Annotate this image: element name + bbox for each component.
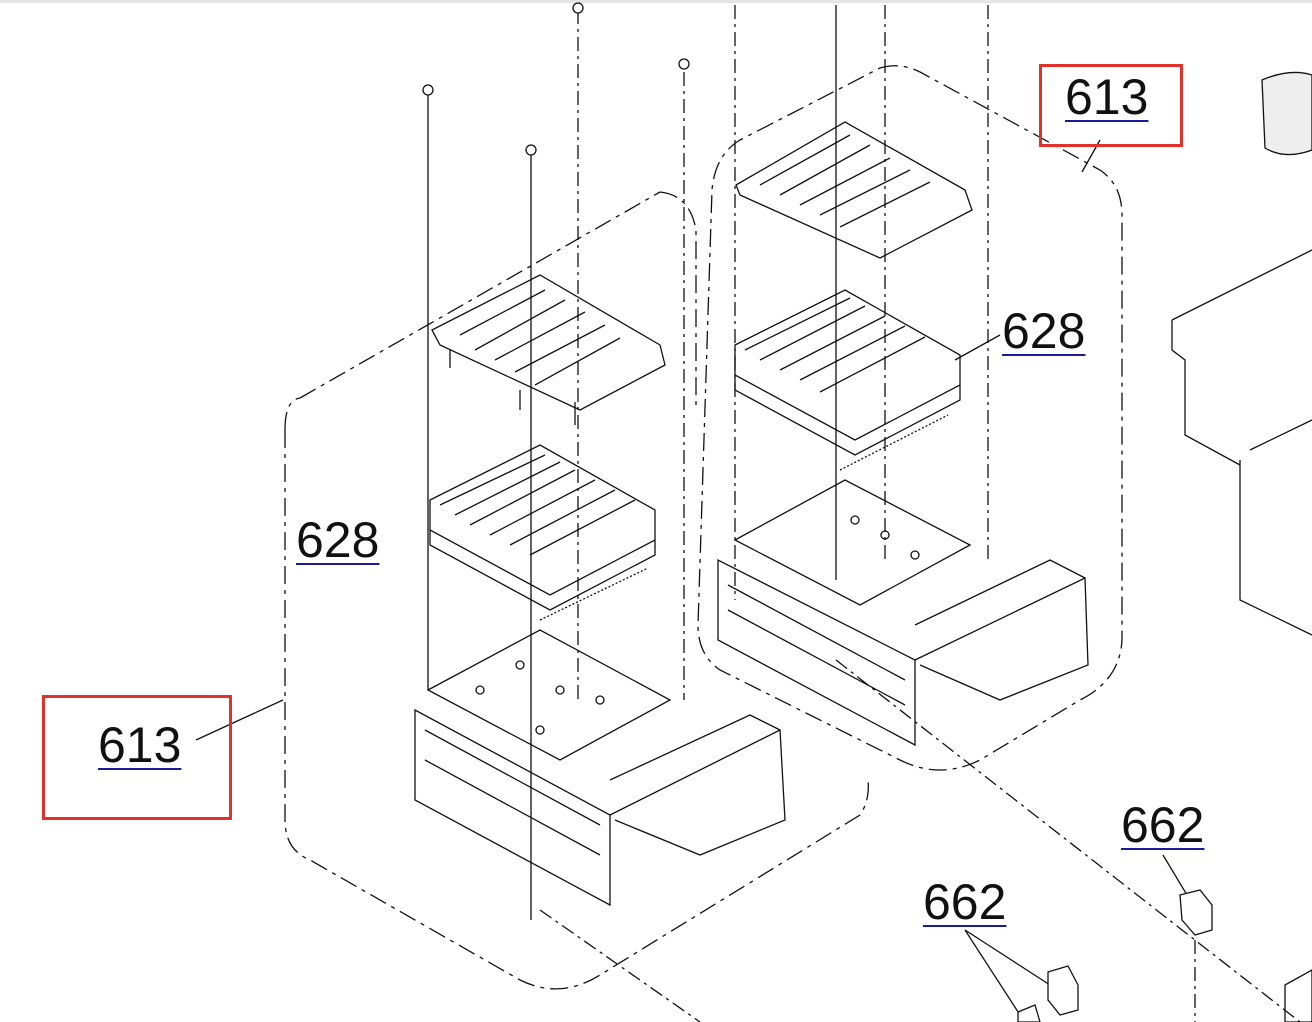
leader-lines bbox=[195, 139, 1191, 1016]
right-base bbox=[717, 479, 1089, 747]
right-inner-frame bbox=[734, 289, 961, 471]
clip-parts bbox=[1017, 889, 1213, 1022]
right-cover-plate bbox=[735, 121, 973, 259]
callout-662-right[interactable]: 662 bbox=[1121, 797, 1205, 853]
screw-lines bbox=[427, 5, 837, 920]
adjacent-parts bbox=[1171, 71, 1312, 1022]
left-inner-frame bbox=[429, 444, 656, 621]
left-base bbox=[414, 629, 786, 907]
callout-613-right[interactable]: 613 bbox=[1065, 69, 1149, 125]
callout-628-right[interactable]: 628 bbox=[1002, 303, 1086, 359]
screws bbox=[422, 2, 690, 156]
callout-662-bottom[interactable]: 662 bbox=[923, 874, 1007, 930]
left-cover-plate bbox=[431, 274, 666, 425]
callout-613-left[interactable]: 613 bbox=[98, 717, 182, 773]
callout-628-left[interactable]: 628 bbox=[296, 512, 380, 568]
assembly-outline-left bbox=[284, 191, 869, 990]
top-border bbox=[0, 0, 1312, 3]
highlight-box-613-left bbox=[42, 695, 232, 820]
highlight-box-613-right bbox=[1039, 64, 1183, 147]
assembly-outline-right bbox=[697, 65, 1123, 771]
guide-lines bbox=[539, 5, 1301, 1022]
